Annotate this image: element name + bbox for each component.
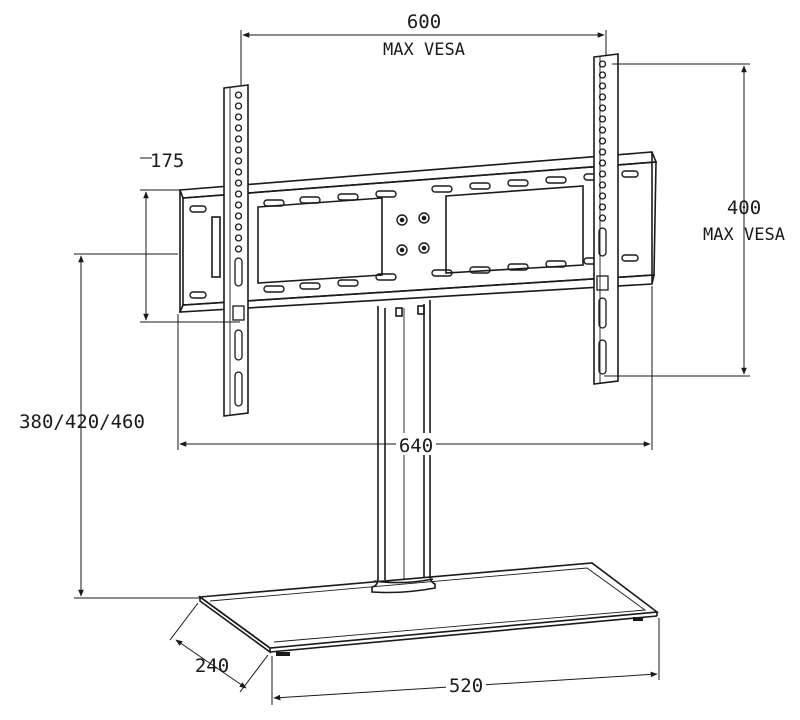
bracket-hole (234, 245, 243, 253)
bracket-hole (234, 157, 243, 165)
bracket-hole (598, 137, 607, 145)
dim-vesa-height-label: MAX VESA (703, 225, 785, 245)
bracket-hole (598, 181, 607, 189)
bracket-hole (598, 192, 607, 200)
bracket-hole (234, 113, 243, 121)
bracket-hole (598, 214, 607, 222)
base-feet (276, 617, 643, 656)
bracket-hole (234, 201, 243, 209)
dim-vesa-width-label: MAX VESA (383, 40, 465, 60)
right-vesa-bracket (593, 53, 619, 385)
dim-vesa-width: 600 (407, 11, 441, 33)
bracket-hole (598, 148, 607, 156)
dimension-lines (74, 30, 750, 705)
glass-base (197, 562, 660, 654)
left-vesa-bracket (223, 84, 249, 417)
dim-bracket-offset: 175 (150, 150, 184, 172)
bracket-hole (234, 102, 243, 110)
bracket-hole (234, 223, 243, 231)
bracket-hole (234, 146, 243, 154)
bracket-hole (598, 115, 607, 123)
bracket-hole (234, 190, 243, 198)
dim-base-depth: 240 (195, 655, 229, 677)
bracket-hole (598, 82, 607, 90)
bracket-hole (598, 170, 607, 178)
bracket-hole (234, 91, 243, 99)
mounting-plate (178, 151, 658, 313)
bracket-hole (598, 159, 607, 167)
dim-base-width: 520 (449, 675, 483, 697)
dim-vesa-height: 400 (727, 197, 761, 219)
bracket-hole (598, 104, 607, 112)
center-bolts (396, 212, 430, 256)
bracket-hole (234, 168, 243, 176)
bracket-hole (598, 71, 607, 79)
bracket-hole (234, 234, 243, 242)
dim-plate-width: 640 (399, 435, 433, 457)
bracket-hole (234, 124, 243, 132)
bracket-hole (234, 135, 243, 143)
bracket-hole (234, 212, 243, 220)
bracket-hole (234, 179, 243, 187)
bracket-hole (598, 93, 607, 101)
bracket-hole (598, 60, 607, 68)
dim-total-height: 380/420/460 (19, 411, 145, 433)
bracket-hole (598, 126, 607, 134)
bracket-hole (598, 203, 607, 211)
